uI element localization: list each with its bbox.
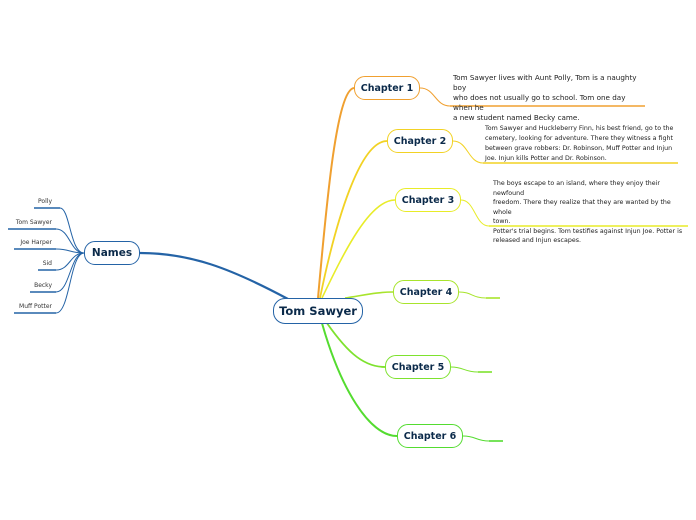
names-leaf-underlines: [8, 207, 60, 314]
name-leaf-becky[interactable]: Becky: [34, 282, 52, 289]
name-leaf-tom-sawyer[interactable]: Tom Sawyer: [15, 219, 52, 226]
chapter-1-note[interactable]: Tom Sawyer lives with Aunt Polly, Tom is…: [453, 73, 637, 122]
central-topic[interactable]: Tom Sawyer: [273, 298, 363, 324]
link-note-3: [460, 199, 490, 227]
name-leaf-polly[interactable]: Polly: [38, 198, 52, 205]
topic-chapter-4[interactable]: Chapter 4: [393, 280, 459, 304]
link-chapter-4: [344, 291, 394, 299]
link-note-4: [458, 291, 487, 299]
topic-chapter-5[interactable]: Chapter 5: [385, 355, 451, 379]
link-chapter-3: [321, 199, 396, 299]
link-names: [139, 251, 289, 300]
link-note-2: [452, 140, 484, 164]
topic-names[interactable]: Names: [84, 241, 140, 265]
topic-chapter-2[interactable]: Chapter 2: [387, 129, 453, 153]
topic-chapter-3[interactable]: Chapter 3: [395, 188, 461, 212]
link-note-5: [450, 366, 479, 373]
link-chapter-2: [319, 140, 388, 299]
link-note-6: [462, 435, 490, 442]
name-leaf-sid[interactable]: Sid: [42, 260, 52, 267]
link-chapter-6: [319, 315, 398, 437]
chapter-2-note[interactable]: Tom Sawyer and Huckleberry Finn, his bes…: [485, 125, 674, 162]
chapter-3-note[interactable]: The boys escape to an island, where they…: [493, 180, 683, 244]
topic-chapter-1[interactable]: Chapter 1: [354, 76, 420, 100]
link-note-1: [419, 87, 451, 107]
name-leaf-muff-potter[interactable]: Muff Potter: [19, 303, 52, 310]
names-leaf-links: [55, 207, 85, 314]
topic-chapter-6[interactable]: Chapter 6: [397, 424, 463, 448]
name-leaf-joe-harper[interactable]: Joe Harper: [20, 239, 52, 246]
link-chapter-1: [317, 87, 355, 299]
link-chapter-5: [321, 315, 386, 368]
